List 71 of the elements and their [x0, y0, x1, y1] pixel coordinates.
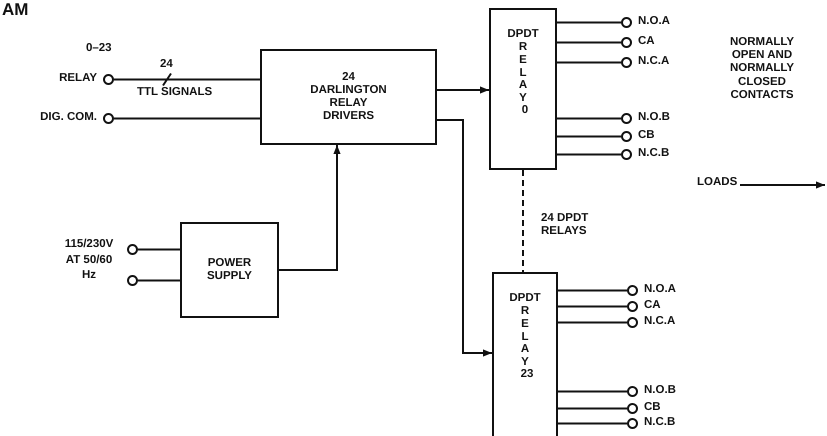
arrow — [437, 119, 492, 357]
annotation-text: NORMALLY OPEN AND NORMALLY CLOSED CONTACTS — [728, 36, 796, 102]
connector-line — [114, 118, 260, 120]
terminal-circle — [127, 275, 138, 286]
arrow — [437, 86, 489, 94]
terminal-label: N.O.A — [638, 15, 670, 28]
connector-line — [557, 22, 621, 24]
block-title: POWER SUPPLY — [206, 256, 253, 284]
connector-line — [558, 306, 627, 308]
terminal-label: N.O.B — [638, 111, 670, 124]
connector-line — [558, 322, 627, 324]
terminal-circle — [103, 113, 114, 124]
block-title: DPDT — [507, 28, 539, 42]
terminal-label: N.C.B — [638, 147, 670, 160]
arrow — [740, 181, 825, 189]
terminal-label: DIG. COM. — [40, 111, 97, 124]
block-title: 24 DARLINGTON RELAY DRIVERS — [309, 70, 388, 124]
vertical-label: RELAY — [518, 41, 528, 104]
connector-line — [557, 154, 621, 156]
block-box — [180, 222, 279, 318]
vertical-label: RELAY — [520, 305, 530, 368]
connector-line — [138, 280, 180, 282]
terminal-label: N.C.A — [638, 55, 670, 68]
terminal-label: N.C.A — [644, 315, 676, 328]
terminal-circle — [627, 418, 638, 429]
terminal-label: 0–23 — [86, 42, 112, 56]
connector-line — [522, 170, 524, 272]
terminal-circle — [627, 317, 638, 328]
terminal-circle — [103, 74, 114, 85]
terminal-label: CB — [644, 401, 661, 414]
block-title: DPDT — [509, 292, 541, 306]
relay-number: 23 — [520, 368, 534, 382]
terminal-circle — [621, 131, 632, 142]
terminal-circle — [127, 244, 138, 255]
connector-line — [114, 78, 260, 80]
connector-line — [557, 42, 621, 44]
connector-line — [558, 408, 627, 410]
connector-line — [558, 390, 627, 392]
loads-label: LOADS — [697, 176, 738, 190]
block-box — [260, 49, 437, 145]
terminal-circle — [621, 37, 632, 48]
connector-line — [558, 422, 627, 424]
connector-line — [557, 136, 621, 138]
terminal-label: CB — [638, 129, 655, 142]
terminal-label: N.C.B — [644, 416, 676, 430]
terminal-circle — [621, 17, 632, 28]
relay-box — [489, 8, 557, 170]
terminal-label: N.O.B — [644, 384, 676, 398]
edge-label: 24 — [160, 58, 173, 71]
terminal-label: RELAY — [59, 72, 97, 86]
terminal-circle — [621, 149, 632, 160]
terminal-circle — [627, 403, 638, 414]
connector-line — [557, 62, 621, 64]
relay-box — [492, 272, 558, 436]
annotation-text: 115/230V AT 50/60 Hz — [64, 237, 114, 284]
terminal-label: N.O.A — [644, 283, 676, 296]
terminal-label: CA — [644, 299, 661, 312]
connector-line — [558, 290, 627, 292]
terminal-label: CA — [638, 35, 655, 48]
terminal-circle — [621, 113, 632, 124]
terminal-circle — [621, 57, 632, 68]
arrow — [279, 145, 341, 271]
terminal-circle — [627, 386, 638, 397]
connector-line — [138, 248, 180, 250]
terminal-circle — [627, 285, 638, 296]
annotation-text: TTL SIGNALS — [137, 86, 214, 100]
heading-fragment: AM — [2, 0, 30, 20]
connector-line — [557, 118, 621, 120]
annotation-text: 24 DPDT RELAYS — [541, 212, 590, 238]
relay-number: 0 — [520, 104, 528, 118]
terminal-circle — [627, 301, 638, 312]
